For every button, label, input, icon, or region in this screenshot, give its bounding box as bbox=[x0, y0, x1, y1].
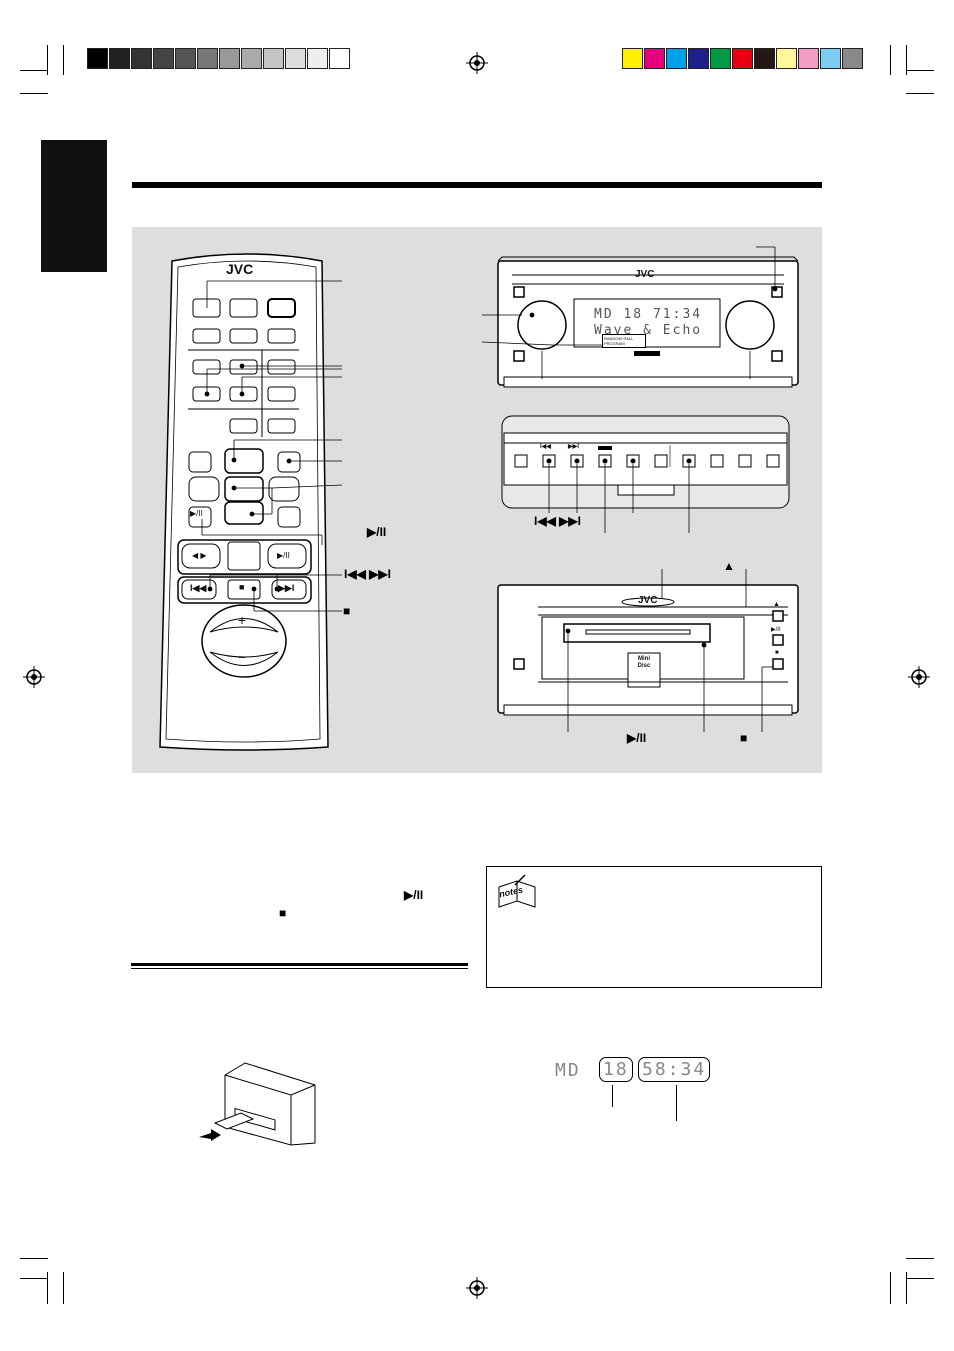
label-remote-play-pause: ▶/II bbox=[367, 525, 387, 539]
remote-volume-down-button[interactable]: − bbox=[238, 649, 247, 665]
section-rule-thin bbox=[131, 968, 468, 969]
gray-swatch bbox=[241, 48, 262, 69]
gray-swatch bbox=[131, 48, 152, 69]
label-md-play-pause: ▶/II bbox=[627, 731, 647, 745]
color-swatch bbox=[688, 48, 709, 69]
remote-prev-button[interactable]: I◀◀ bbox=[190, 583, 207, 593]
notes-box: notes bbox=[486, 866, 822, 988]
remote-play-pause-small-button[interactable]: ▶/II bbox=[190, 509, 203, 518]
gray-swatch bbox=[307, 48, 328, 69]
minidisc-logo: Mini Disc bbox=[632, 656, 656, 670]
label-md-eject: ▲ bbox=[723, 559, 735, 573]
md-stop-button[interactable]: ■ bbox=[775, 650, 779, 656]
crop-mark bbox=[890, 1272, 891, 1304]
label-md-stop: ■ bbox=[740, 731, 748, 745]
time-callout-line bbox=[676, 1085, 677, 1121]
notes-icon bbox=[498, 874, 536, 908]
crop-mark bbox=[890, 45, 891, 75]
crop-mark bbox=[906, 1272, 907, 1304]
color-swatch bbox=[710, 48, 731, 69]
md-brand-logo: JVC bbox=[638, 595, 658, 606]
crop-mark bbox=[906, 1258, 934, 1259]
crop-mark bbox=[906, 93, 934, 94]
remote-brand-logo: JVC bbox=[226, 261, 254, 277]
crop-mark bbox=[63, 45, 64, 75]
crop-mark bbox=[906, 45, 907, 75]
section-header-rule bbox=[132, 182, 822, 188]
crop-mark bbox=[906, 1278, 934, 1279]
color-swatch bbox=[622, 48, 643, 69]
remote-next-button[interactable]: ▶▶I bbox=[278, 583, 295, 593]
md-display-track: 18 bbox=[599, 1057, 633, 1082]
md-eject-button[interactable]: ▲ bbox=[773, 601, 780, 608]
text-stop-ref: ■ bbox=[279, 906, 287, 920]
control-panel bbox=[501, 415, 790, 533]
unit-brand-logo: JVC bbox=[635, 269, 655, 280]
figure-panel: JVC JVC JVC MD 18 71:34 Wave & Echo RAND… bbox=[132, 227, 822, 773]
md-display-source: MD bbox=[555, 1060, 581, 1081]
registration-mark-icon bbox=[466, 52, 488, 74]
panel-next-glyph: ▶▶I bbox=[568, 444, 579, 450]
remote-play-pause-button[interactable]: ▶/II bbox=[277, 551, 290, 560]
color-swatch bbox=[820, 48, 841, 69]
minidisc-logo-line1: Mini bbox=[638, 656, 650, 662]
crop-mark bbox=[20, 93, 48, 94]
text-play-pause-ref: ▶/II bbox=[404, 888, 424, 902]
crop-mark bbox=[63, 1272, 64, 1304]
crop-mark bbox=[20, 70, 48, 71]
color-swatch bbox=[644, 48, 665, 69]
crop-mark bbox=[906, 70, 934, 71]
display-line-1: MD 18 71:34 bbox=[594, 307, 703, 322]
illustration bbox=[159, 246, 799, 751]
color-swatch bbox=[754, 48, 775, 69]
remote-left-right-button[interactable]: ◀ ▶ bbox=[192, 551, 207, 560]
remote-control bbox=[159, 253, 343, 751]
random-indicator: RANDOM ↺ALL bbox=[604, 336, 634, 341]
display-indicators: RANDOM ↺ALL PROGRAM bbox=[602, 334, 646, 348]
md-play-pause-button[interactable]: ▶/II bbox=[771, 627, 781, 633]
remote-volume-up-button[interactable]: + bbox=[238, 612, 247, 628]
label-remote-skip: I◀◀ ▶▶I bbox=[344, 567, 391, 581]
crop-mark bbox=[47, 45, 48, 75]
registration-mark-icon bbox=[908, 666, 930, 688]
section-rule bbox=[131, 963, 468, 966]
language-side-tab bbox=[41, 140, 107, 272]
gray-swatch bbox=[285, 48, 306, 69]
color-swatch bbox=[798, 48, 819, 69]
gray-swatch bbox=[197, 48, 218, 69]
md-insert-illustration bbox=[199, 1062, 316, 1146]
gray-swatch bbox=[153, 48, 174, 69]
main-unit-front bbox=[481, 246, 799, 388]
color-swatch bbox=[776, 48, 797, 69]
registration-mark-icon bbox=[466, 1277, 488, 1299]
label-panel-skip: I◀◀ ▶▶I bbox=[534, 514, 581, 528]
color-swatch bbox=[732, 48, 753, 69]
label-remote-stop: ■ bbox=[343, 604, 351, 618]
color-swatch bbox=[842, 48, 863, 69]
crop-mark bbox=[20, 1258, 48, 1259]
gray-swatch bbox=[109, 48, 130, 69]
md-unit bbox=[497, 569, 799, 732]
minidisc-logo-line2: Disc bbox=[637, 663, 651, 669]
gray-swatch bbox=[87, 48, 108, 69]
md-display-time: 58:34 bbox=[638, 1057, 711, 1082]
program-indicator: PROGRAM bbox=[604, 341, 625, 346]
crop-mark bbox=[20, 1278, 48, 1279]
track-callout-line bbox=[612, 1085, 613, 1107]
panel-prev-glyph: I◀◀ bbox=[540, 444, 551, 450]
crop-mark bbox=[47, 1272, 48, 1304]
color-swatch bbox=[666, 48, 687, 69]
remote-stop-button[interactable]: ■ bbox=[239, 582, 245, 592]
gray-swatch bbox=[263, 48, 284, 69]
registration-mark-icon bbox=[23, 666, 45, 688]
gray-swatch bbox=[329, 48, 350, 69]
gray-swatch bbox=[175, 48, 196, 69]
gray-swatch bbox=[219, 48, 240, 69]
